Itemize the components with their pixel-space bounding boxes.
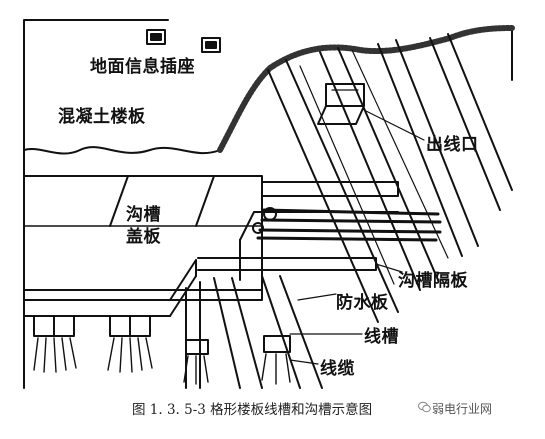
label-concrete-slab: 混凝土楼板 [58,107,146,127]
wechat-icon [418,401,431,413]
leader-waterproof [297,293,337,301]
floor-socket-right [201,37,221,53]
label-cable: 线缆 [320,359,355,379]
outer-frame [23,19,169,389]
label-wire-trough: 线槽 [364,327,399,347]
connector-box-2 [107,315,153,373]
trench-cover-plate [23,175,263,301]
connector-box-1 [33,315,77,373]
label-cover-line2: 盖板 [126,227,161,247]
label-floor-socket: 地面信息插座 [90,57,195,77]
floor-socket-left [146,29,166,45]
cables [256,208,442,242]
leader-outlet [363,109,425,141]
leader-lines [289,109,425,365]
watermark-text: 弱电行业网 [432,402,493,416]
label-trench-divider: 沟槽隔板 [398,271,468,291]
leader-divider [375,263,403,273]
connector-box-4 [261,335,291,385]
label-outlet: 出线口 [426,135,479,155]
leader-cable [289,359,319,365]
label-waterproof-board: 防水板 [336,293,389,313]
connector-box-3 [183,339,209,385]
concrete-edge-hatch [217,25,515,153]
front-troughs [23,259,323,389]
label-cover-line1: 沟槽 [126,205,161,225]
figure-caption: 图 1. 3. 5-3 格形楼板线槽和沟槽示意图 [132,402,373,418]
outlet-box [317,83,365,125]
wire-troughs [267,33,513,323]
